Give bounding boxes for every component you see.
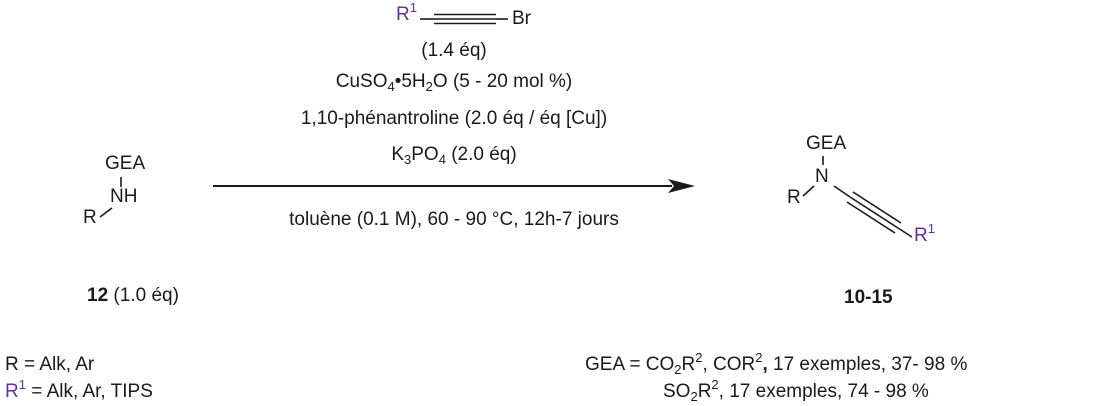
product-r1-text: R [914,225,928,246]
note-right-1-mid: , COR [702,354,756,375]
reaction-arrow [213,179,695,193]
product-r1-sup: 1 [927,221,935,236]
note-left-r1-text: R [5,381,19,402]
substrate-nh: NH [110,186,138,207]
note-right-2-sup: 2 [711,377,719,392]
note-left-r: R = Alk, Ar [5,354,95,375]
substrate-gea: GEA [105,153,146,174]
note-right-1-sub: 2 [674,362,682,377]
catalyst-post: O (5 - 20 mol %) [432,71,573,92]
base-sub2: 4 [438,152,446,167]
note-right-2-r: R [697,381,712,402]
note-right-2-sub: 2 [690,389,698,404]
note-right-1-r: R [681,354,696,375]
product-r1: R1 [914,222,935,247]
substrate-label: 12 (1.0 éq) [87,285,179,307]
reagent-r1-text: R [396,4,410,25]
catalyst-sub1: 4 [387,79,395,94]
base-sub1: 3 [404,152,412,167]
reagent-triple-bond [420,13,508,25]
note-right-2-rest: , 17 exemples, 74 - 98 % [718,381,929,402]
note-right-line1: GEA = CO2R2, COR2, 17 exemples, 37- 98 % [585,351,968,377]
catalyst-pre: CuSO [335,71,388,92]
base-pre: K [391,144,404,165]
condition-catalyst: CuSO4•5H2O (5 - 20 mol %) [336,71,573,93]
product-r: R [787,187,801,208]
note-right-2-pre: SO [663,381,691,402]
product-bonds [802,156,913,238]
catalyst-mid: •5H [394,71,426,92]
substrate-bonds [99,177,122,218]
reagent-equiv: (1.4 éq) [421,40,487,61]
note-right-1-comma: , [762,354,768,375]
note-left-r1-sup: 1 [18,377,26,392]
product-n: N [815,166,829,187]
base-post: (2.0 éq) [445,144,517,165]
reagent-r1-sup: 1 [409,0,417,15]
condition-base: K3PO4 (2.0 éq) [391,144,516,166]
substrate-label-eq: (1.0 éq) [108,285,179,306]
note-left-r1-rest: = Alk, Ar, TIPS [25,381,153,402]
note-right-1-sup2: 2 [755,350,763,365]
note-right-1-sup: 2 [695,350,703,365]
substrate-label-num: 12 [87,285,109,306]
note-right-line2: SO2R2, 17 exemples, 74 - 98 % [663,378,929,404]
note-right-1-pre: GEA = CO [585,354,675,375]
catalyst-sub2: 2 [425,79,433,94]
condition-solvent: toluène (0.1 M), 60 - 90 °C, 12h-7 jours [289,209,619,230]
reagent-r1-label: R1 [396,1,417,26]
substrate-r: R [83,207,97,228]
product-label: 10-15 [844,287,893,308]
base-mid: PO [411,144,439,165]
note-left-r1: R1 = Alk, Ar, TIPS [5,378,153,403]
reagent-br-label: Br [512,8,531,29]
condition-ligand: 1,10-phénantroline (2.0 éq / éq [Cu]) [300,108,608,129]
product-gea: GEA [806,133,847,154]
note-right-1-rest: 17 exemples, 37- 98 % [767,354,968,375]
